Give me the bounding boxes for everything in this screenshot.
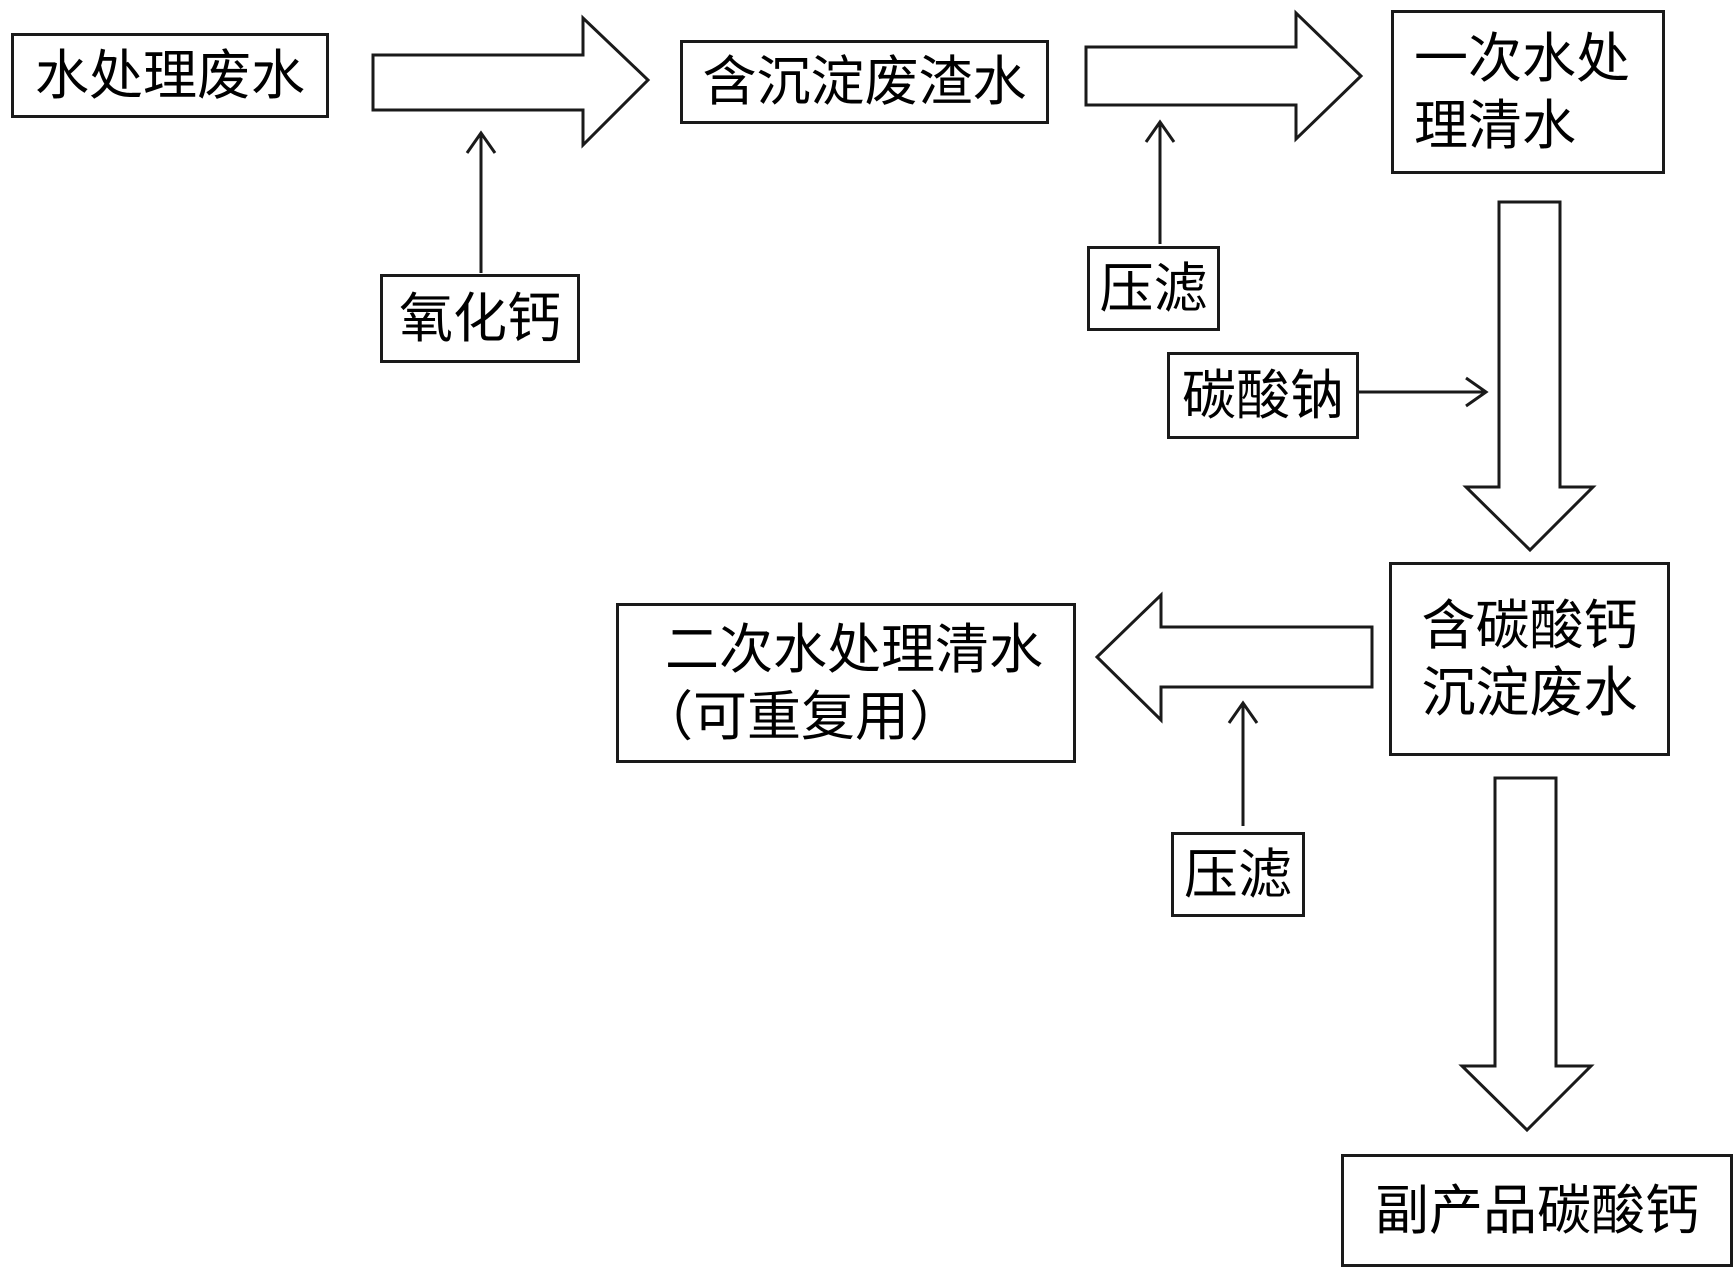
node-byproduct-calcium-carbonate-label: 副产品碳酸钙 bbox=[1375, 1178, 1699, 1242]
node-press-filter-2-label: 压滤 bbox=[1184, 842, 1292, 906]
node-sediment-water-label: 含沉淀废渣水 bbox=[702, 50, 1027, 114]
node-primary-clear-water-line2: 理清水 bbox=[1414, 94, 1576, 157]
node-wastewater-label: 水处理废水 bbox=[35, 43, 305, 107]
node-press-filter-2: 压滤 bbox=[1171, 832, 1305, 917]
node-calcium-oxide-label: 氧化钙 bbox=[399, 286, 561, 350]
node-caco3-sediment-water-line2: 沉淀废水 bbox=[1421, 661, 1638, 724]
node-sodium-carbonate: 碳酸钠 bbox=[1167, 352, 1359, 439]
flow-arrow-3 bbox=[1462, 200, 1597, 553]
node-secondary-clear-water: 二次水处理清水 （可重复用） bbox=[616, 603, 1076, 763]
node-sediment-water: 含沉淀废渣水 bbox=[680, 40, 1049, 124]
node-press-filter-1: 压滤 bbox=[1087, 246, 1220, 331]
node-primary-clear-water-line1: 一次水处 bbox=[1414, 26, 1630, 90]
node-secondary-clear-water-line1: 二次水处理清水 bbox=[665, 617, 1043, 681]
flow-arrow-2 bbox=[1084, 9, 1364, 143]
node-press-filter-1-label: 压滤 bbox=[1099, 256, 1208, 320]
flow-arrow-1 bbox=[371, 14, 651, 149]
node-caco3-sediment-water-line1: 含碳酸钙 bbox=[1421, 593, 1638, 657]
flow-arrow-5 bbox=[1458, 776, 1595, 1133]
node-sodium-carbonate-label: 碳酸钠 bbox=[1182, 363, 1344, 427]
node-wastewater: 水处理废水 bbox=[11, 33, 329, 118]
node-byproduct-calcium-carbonate: 副产品碳酸钙 bbox=[1341, 1154, 1733, 1267]
node-calcium-oxide: 氧化钙 bbox=[380, 274, 580, 363]
flow-arrow-4 bbox=[1094, 591, 1374, 724]
node-primary-clear-water: 一次水处 理清水 bbox=[1391, 10, 1665, 174]
node-caco3-sediment-water: 含碳酸钙 沉淀废水 bbox=[1389, 562, 1670, 756]
node-secondary-clear-water-line2: （可重复用） bbox=[639, 685, 963, 748]
